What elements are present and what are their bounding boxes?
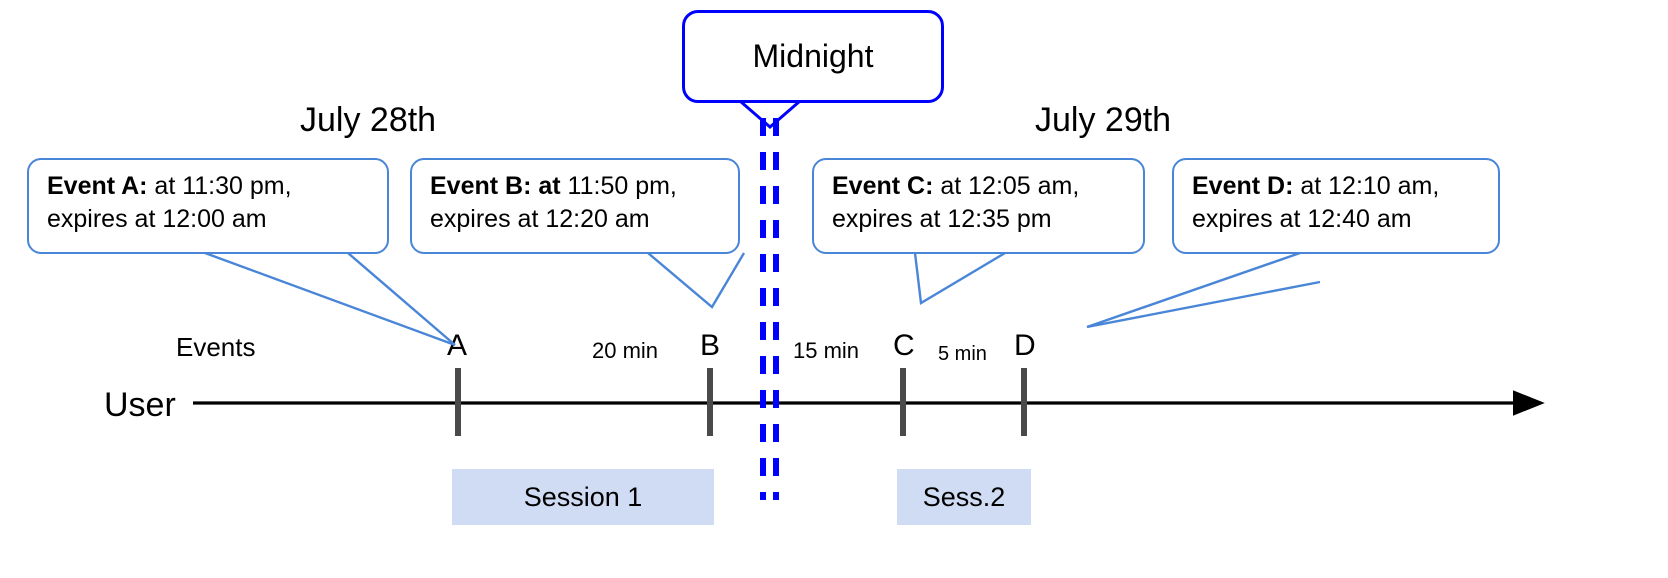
callout-event-a[interactable]: Event A: at 11:30 pm, expires at 12:00 a… [27,158,389,254]
callout-event-c-tail [913,251,1006,305]
event-letter-b: B [700,329,721,362]
event-letter-a: A [447,329,468,362]
event-letter-c: C [893,329,915,362]
callout-event-c-lead: Event C: [832,172,934,200]
callout-event-c[interactable]: Event C: at 12:05 am, expires at 12:35 p… [812,158,1145,254]
midnight-dashed-line-right [773,118,779,500]
tick-mark-a [455,368,461,436]
callout-event-a-line1: Event A: at 11:30 pm, [47,170,373,203]
callout-event-d-lead: Event D: [1192,172,1294,200]
callout-event-b-rest: 11:50 pm, [560,172,677,200]
session-band-2[interactable]: Sess.2 [897,469,1031,525]
callout-event-c-rest: at 12:05 am, [933,172,1080,200]
session-band-1-label: Session 1 [523,481,643,512]
session-band-1[interactable]: Session 1 [452,469,714,525]
callout-event-d-line2: expires at 12:40 am [1192,205,1412,234]
callout-event-c-line1: Event C: at 12:05 am, [832,170,1129,203]
callout-event-a-line2: expires at 12:00 am [47,205,267,234]
events-row-label: Events [176,332,256,362]
callout-event-b[interactable]: Event B: at 11:50 pm, expires at 12:20 a… [410,158,740,254]
callout-event-d[interactable]: Event D: at 12:10 am, expires at 12:40 a… [1172,158,1500,254]
callout-event-b-line2: expires at 12:20 am [430,205,650,234]
midnight-dashed-line-left [760,118,766,500]
callout-event-b-lead: Event B: at [430,172,561,200]
midnight-callout-tail [739,99,801,129]
gap-label-20-min: 20 min [592,338,659,363]
gap-label-15-min: 15 min [793,338,860,363]
date-label-july-28: July 28th [300,101,437,139]
callout-event-a-tail-line2 [347,252,456,346]
tick-mark-b [707,368,713,436]
user-row-label: User [104,386,176,424]
callout-event-b-line1: Event B: at 11:50 pm, [430,170,724,203]
callout-event-a-lead: Event A: [47,172,148,200]
callout-event-a-rest: at 11:30 pm, [147,172,292,200]
tick-mark-d [1021,368,1027,436]
tick-mark-c [900,368,906,436]
callout-event-d-tail-line2 [1086,280,1321,329]
midnight-label: Midnight [752,38,874,74]
callout-event-d-line1: Event D: at 12:10 am, [1192,170,1484,203]
event-letter-d: D [1014,329,1036,362]
callout-event-b-tail [647,252,746,309]
callout-event-d-tail-line1 [1086,251,1301,329]
callout-event-d-rest: at 12:10 am, [1293,172,1440,200]
session-band-2-label: Sess.2 [922,481,1006,512]
midnight-callout[interactable]: Midnight [682,10,944,103]
callout-event-c-line2: expires at 12:35 pm [832,205,1052,234]
date-label-july-29: July 29th [1035,101,1172,139]
gap-label-5-min: 5 min [938,343,987,365]
